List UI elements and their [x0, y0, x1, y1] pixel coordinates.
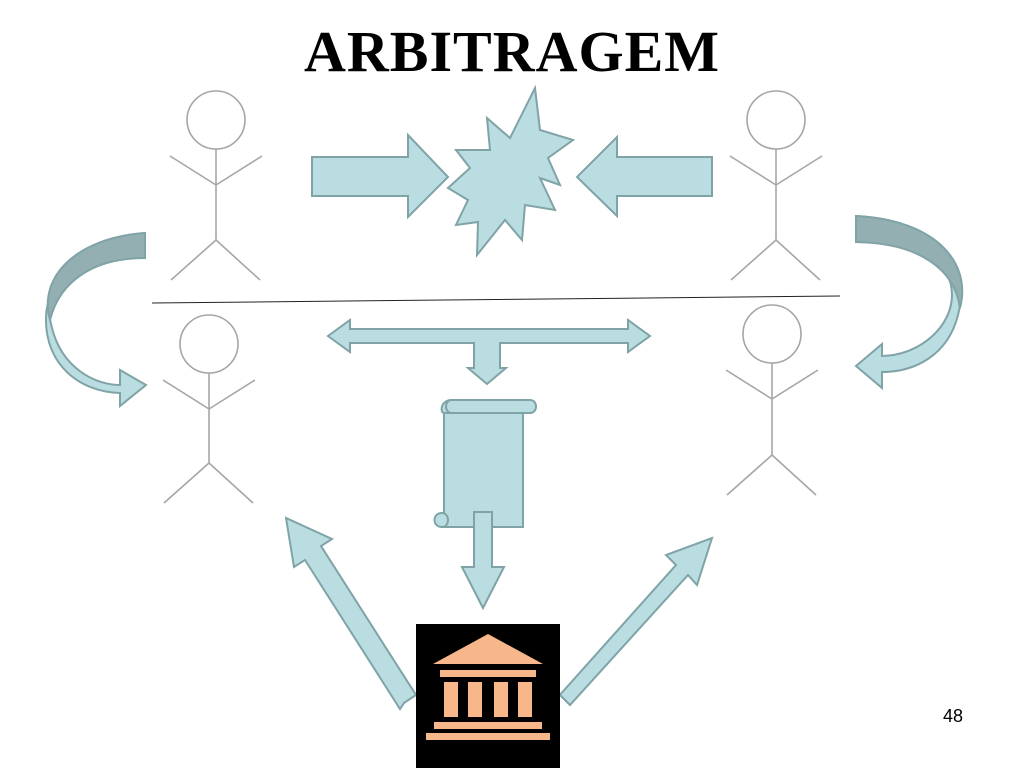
stick-figure-icon [729, 90, 823, 281]
divider-line [151, 295, 841, 304]
arrow-up-right [557, 536, 714, 707]
stick-figure-icon [169, 90, 263, 281]
arrow-up-left [284, 516, 418, 711]
scroll-document-icon [433, 399, 537, 528]
block-arrow-right [311, 132, 450, 220]
stick-figure-icon [162, 314, 256, 504]
curved-arrow-right [854, 214, 964, 391]
curved-arrow-left [44, 231, 148, 409]
slide-title: ARBITRAGEM [303, 19, 721, 84]
conflict-burst-icon [446, 84, 576, 258]
courthouse-icon [416, 624, 560, 768]
block-arrow-left [575, 134, 713, 219]
arrow-down [460, 511, 506, 611]
double-arrow-with-stem [326, 318, 652, 386]
stick-figure-icon [725, 304, 819, 496]
page-number: 48 [942, 706, 964, 726]
